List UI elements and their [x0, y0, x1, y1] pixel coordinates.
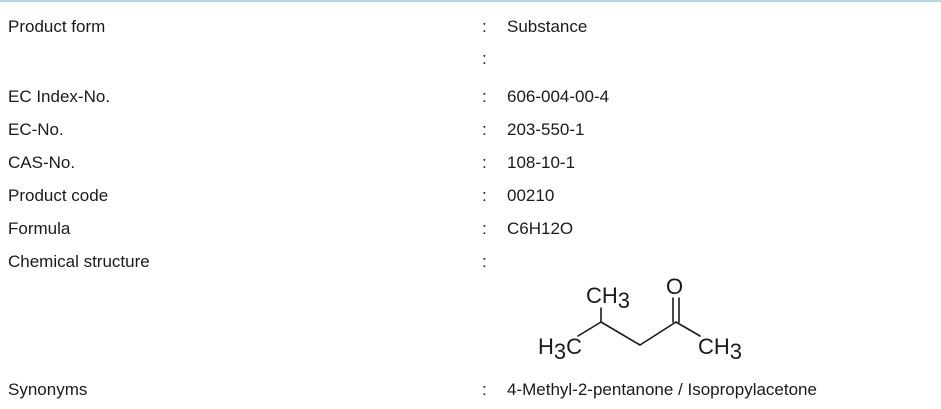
- label-chemical-structure: Chemical structure: [8, 252, 150, 271]
- row-ec-index-no: EC Index-No. : 606-004-00-4: [0, 86, 941, 116]
- value-cas-no: 108-10-1: [507, 153, 576, 172]
- top-divider: [0, 0, 941, 2]
- row-cas-no: CAS-No. : 108-10-1: [0, 152, 941, 182]
- value-ec-no: 203-550-1: [507, 120, 585, 139]
- label-product-code: Product code: [8, 186, 109, 205]
- bond-left-methyl-to-ch: [577, 321, 602, 337]
- colon-formula: :: [482, 219, 487, 238]
- bond-ch2-to-carbonyl: [639, 321, 677, 346]
- colon-product-form: :: [482, 17, 487, 36]
- colon-chemical-structure: :: [482, 252, 487, 271]
- atom-top-methyl: CH3: [586, 283, 630, 313]
- colon-product-code: :: [482, 186, 487, 205]
- row-empty: :: [0, 48, 941, 78]
- structure-svg: CH3 O H3C CH3: [538, 274, 742, 364]
- label-ec-index-no: EC Index-No.: [8, 87, 111, 106]
- row-synonyms: Synonyms : 4-Methyl-2-pentanone / Isopro…: [0, 379, 941, 409]
- row-product-code: Product code : 00210: [0, 185, 941, 215]
- colon-ec-no: :: [482, 120, 487, 139]
- value-product-code: 00210: [507, 186, 555, 205]
- colon-synonyms: :: [482, 380, 487, 399]
- label-synonyms: Synonyms: [8, 380, 88, 399]
- row-ec-no: EC-No. : 203-550-1: [0, 119, 941, 149]
- label-formula: Formula: [8, 219, 71, 238]
- label-product-form: Product form: [8, 17, 106, 36]
- row-product-form: Product form : Substance: [0, 16, 941, 46]
- value-synonyms: 4-Methyl-2-pentanone / Isopropylacetone: [507, 380, 817, 399]
- colon-empty: :: [482, 49, 487, 68]
- row-formula: Formula : C6H12O: [0, 218, 941, 248]
- chemical-structure-diagram: CH3 O H3C CH3: [500, 270, 790, 380]
- value-ec-index-no: 606-004-00-4: [507, 87, 610, 106]
- colon-ec-index-no: :: [482, 87, 487, 106]
- colon-cas-no: :: [482, 153, 487, 172]
- bond-ch-to-ch2: [600, 321, 641, 346]
- atom-oxygen: O: [666, 274, 683, 299]
- label-ec-no: EC-No.: [8, 120, 64, 139]
- atom-left-methyl: H3C: [538, 334, 582, 364]
- bond-carbonyl-to-right-methyl: [675, 321, 701, 337]
- value-product-form: Substance: [507, 17, 588, 36]
- value-formula: C6H12O: [507, 219, 574, 238]
- atom-right-methyl: CH3: [698, 334, 742, 364]
- label-cas-no: CAS-No.: [8, 153, 76, 172]
- row-chemical-structure: Chemical structure :: [0, 251, 941, 281]
